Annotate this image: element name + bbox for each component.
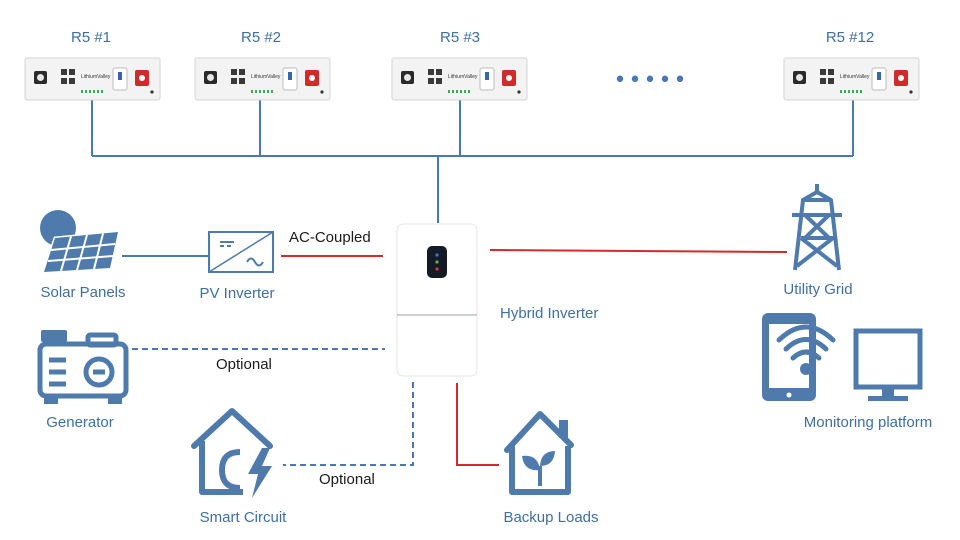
backup-loads-line xyxy=(456,383,499,466)
battery-led xyxy=(848,90,850,93)
battery-led xyxy=(860,90,862,93)
battery-screw xyxy=(150,90,154,94)
ac-coupled-label: AC-Coupled xyxy=(289,229,371,246)
battery-led xyxy=(263,90,265,93)
battery-display-mark xyxy=(485,72,489,80)
battery-led xyxy=(97,90,99,93)
battery-switch-knob xyxy=(37,74,44,81)
battery-port xyxy=(820,69,826,75)
battery-screw xyxy=(320,90,324,94)
battery-display-mark xyxy=(288,72,292,80)
battery-module-3: LithiumValley R5 #3 xyxy=(391,29,528,101)
battery-led xyxy=(468,90,470,93)
battery-led xyxy=(255,90,257,93)
battery-brand-text: LithiumValley xyxy=(448,74,478,80)
battery-module-12: LithiumValley R5 #12 xyxy=(783,29,920,101)
battery-port xyxy=(61,69,67,75)
battery-led xyxy=(89,90,91,93)
battery-switch-knob xyxy=(207,74,214,81)
grid-line xyxy=(489,249,788,253)
battery-terminal-hole xyxy=(309,75,315,81)
battery-port xyxy=(436,78,442,84)
battery-display-mark xyxy=(118,72,122,80)
battery-brand-text: LithiumValley xyxy=(81,74,111,80)
battery-brand-text: LithiumValley xyxy=(840,74,870,80)
battery-led xyxy=(81,90,83,93)
battery-label: R5 #1 xyxy=(71,29,111,46)
battery-screw xyxy=(909,90,913,94)
battery-led xyxy=(93,90,95,93)
battery-port xyxy=(69,69,75,75)
battery-led xyxy=(271,90,273,93)
battery-module-1: LithiumValley R5 #1 xyxy=(24,29,161,101)
battery-led xyxy=(460,90,462,93)
battery-led xyxy=(852,90,854,93)
battery-screw xyxy=(517,90,521,94)
battery-led xyxy=(448,90,450,93)
battery-bus xyxy=(91,100,854,223)
battery-label: R5 #3 xyxy=(440,29,480,46)
backup-loads-label: Backup Loads xyxy=(503,509,598,526)
optional-generator-label: Optional xyxy=(216,356,272,373)
battery-port xyxy=(239,69,245,75)
pv-inverter-icon xyxy=(208,231,274,273)
battery-terminal-hole xyxy=(898,75,904,81)
battery-switch-knob xyxy=(796,74,803,81)
phone-icon xyxy=(762,313,816,401)
solar-panel-icon xyxy=(40,210,120,274)
utility-grid-label: Utility Grid xyxy=(783,281,852,298)
smart-circuit-icon xyxy=(191,408,273,498)
smart-circuit-line xyxy=(283,382,414,466)
battery-led xyxy=(464,90,466,93)
battery-port xyxy=(828,78,834,84)
battery-port xyxy=(820,78,826,84)
battery-switch-knob xyxy=(404,74,411,81)
battery-led xyxy=(101,90,103,93)
battery-port xyxy=(231,69,237,75)
battery-brand-text: LithiumValley xyxy=(251,74,281,80)
battery-module-2: LithiumValley R5 #2 xyxy=(194,29,331,101)
battery-led xyxy=(85,90,87,93)
monitor-icon xyxy=(853,328,923,401)
battery-port xyxy=(828,69,834,75)
optional-smart-circuit-label: Optional xyxy=(319,471,375,488)
ellipsis-dots: ••••• xyxy=(614,68,689,93)
battery-port xyxy=(61,78,67,84)
generator-label: Generator xyxy=(46,414,114,431)
battery-port xyxy=(239,78,245,84)
battery-port xyxy=(69,78,75,84)
battery-label: R5 #12 xyxy=(826,29,874,46)
backup-loads-icon xyxy=(504,411,574,495)
battery-led xyxy=(844,90,846,93)
battery-led xyxy=(456,90,458,93)
wifi-icon xyxy=(776,324,836,375)
utility-grid-icon xyxy=(792,184,842,271)
hybrid-inverter-icon xyxy=(396,223,478,377)
battery-display-mark xyxy=(877,72,881,80)
battery-port xyxy=(231,78,237,84)
battery-port xyxy=(436,69,442,75)
battery-led xyxy=(452,90,454,93)
battery-port xyxy=(428,69,434,75)
pv-inverter-label: PV Inverter xyxy=(199,285,274,302)
generator-icon xyxy=(37,330,129,404)
hybrid-inverter-label: Hybrid Inverter xyxy=(500,305,598,322)
battery-terminal-hole xyxy=(139,75,145,81)
battery-led xyxy=(251,90,253,93)
battery-led xyxy=(856,90,858,93)
battery-label: R5 #2 xyxy=(241,29,281,46)
battery-port xyxy=(428,78,434,84)
battery-terminal-hole xyxy=(506,75,512,81)
solar-panels-label: Solar Panels xyxy=(40,284,125,301)
battery-led xyxy=(267,90,269,93)
smart-circuit-label: Smart Circuit xyxy=(200,509,288,526)
monitoring-platform-label: Monitoring platform xyxy=(804,414,932,431)
battery-led xyxy=(840,90,842,93)
battery-led xyxy=(259,90,261,93)
